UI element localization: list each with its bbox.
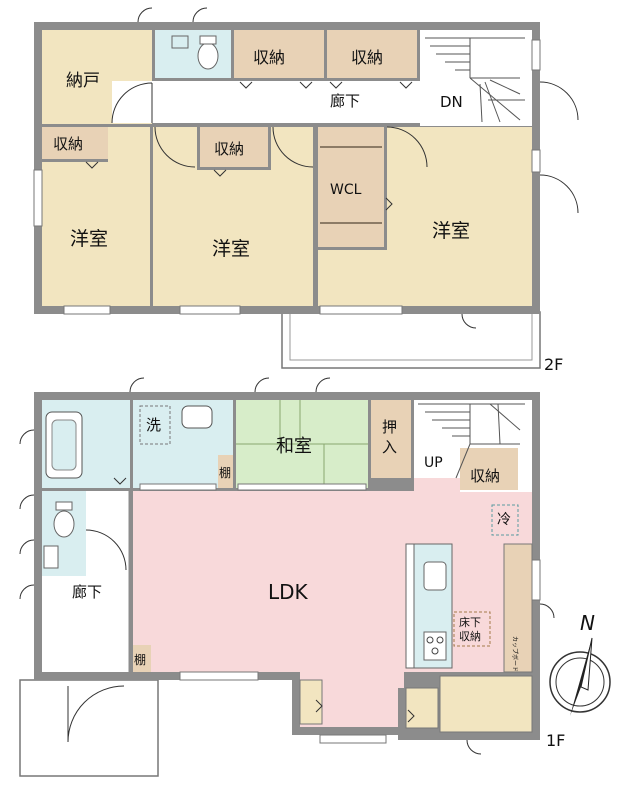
doors-1f — [19, 377, 555, 755]
cabinet-ldk-corner — [299, 679, 323, 725]
kitchen-sink — [423, 561, 447, 591]
label-shelf-wash: 棚 — [219, 465, 231, 480]
room-storage-mid — [200, 127, 268, 167]
stairs-lines-2f — [425, 37, 525, 123]
floor-2f — [33, 7, 579, 369]
label-storage-1f: 収納 — [470, 467, 500, 485]
room-closet — [371, 400, 411, 478]
label-wcl: WCL — [330, 182, 362, 198]
room-toilet-2f — [155, 30, 231, 78]
fridge-space — [491, 504, 519, 536]
label-nando: 納戸 — [66, 71, 100, 91]
storage-fold-d — [399, 81, 413, 89]
label-japanese: 和室 — [276, 436, 312, 457]
toilet-sink-1f — [43, 545, 59, 569]
room-western-mid-a — [153, 127, 197, 170]
room-storage-1f — [460, 448, 518, 490]
label-wash: 洗 — [146, 416, 161, 434]
compass — [549, 637, 611, 716]
wcl-door — [385, 197, 393, 211]
storage-fold-a — [239, 81, 253, 89]
balcony-inner-2f — [289, 311, 533, 361]
label-western-right: 洋室 — [432, 220, 470, 242]
doors-2f — [111, 7, 579, 329]
wash-basin — [181, 405, 213, 429]
kitchen-stove — [423, 631, 447, 661]
label-hallway-2f: 廊下 — [330, 92, 360, 110]
kitchen-wall — [405, 543, 415, 669]
burner-1 — [426, 636, 434, 644]
windows-2f — [33, 39, 541, 315]
underfloor-storage — [453, 611, 491, 647]
label-western-left: 洋室 — [70, 228, 108, 250]
room-hallway-2f-left — [112, 81, 155, 123]
label-shelf-hall: 棚 — [134, 652, 146, 667]
room-hallway-1f-top — [86, 491, 130, 576]
storage-fold-f — [213, 169, 227, 177]
label-fridge: 冷 — [497, 512, 511, 528]
label-storage-top2: 収納 — [351, 48, 383, 67]
label-cupboard: カップボード — [511, 636, 519, 672]
label-floor-1f: 1F — [546, 731, 565, 750]
burner-3 — [431, 647, 439, 655]
label-ldk: LDK — [268, 580, 309, 604]
storage-fold-c — [329, 81, 343, 89]
porch-1f — [19, 679, 159, 777]
bathtub-inner — [51, 419, 77, 471]
stairs-lines-1f — [418, 403, 525, 479]
label-floor-2f: 2F — [544, 355, 563, 374]
toilet-tank-1f — [55, 501, 73, 511]
room-storage-top1 — [234, 30, 324, 78]
floor-1f — [19, 377, 555, 777]
label-underfloor-2: 収納 — [459, 630, 481, 643]
label-western-mid: 洋室 — [212, 238, 250, 260]
label-dn: DN — [440, 93, 463, 111]
toilet-bowl-1f — [53, 510, 75, 538]
sink-2f — [171, 35, 189, 49]
room-western-left — [42, 162, 150, 306]
storage-fold-e — [85, 161, 99, 169]
cabinet-door-a — [315, 699, 323, 713]
label-hallway-1f: 廊下 — [72, 583, 102, 601]
compass-ring — [549, 651, 611, 713]
cupboard — [503, 543, 533, 673]
compass-label: N — [580, 611, 595, 635]
storage-fold-b — [299, 81, 313, 89]
compass-needle-light — [580, 637, 593, 691]
windows-1f — [139, 483, 541, 744]
room-western-left-top — [108, 127, 150, 162]
label-underfloor-1: 床下 — [459, 615, 481, 629]
room-western-mid-b — [271, 127, 313, 170]
room-storage-top2 — [327, 30, 417, 78]
room-western-right-bottom — [318, 250, 532, 306]
label-closet-1: 押 — [382, 418, 397, 436]
compass-inner-ring — [555, 657, 605, 707]
cabinet-bottom-left — [405, 687, 439, 729]
room-shelf-hall — [133, 645, 151, 672]
label-storage-mid: 収納 — [214, 140, 244, 158]
room-western-mid — [153, 170, 313, 306]
label-closet-2: 入 — [382, 438, 397, 456]
wcl-rail-bottom — [320, 222, 382, 224]
washer-space — [139, 405, 171, 445]
label-up: UP — [424, 455, 443, 471]
burner-2 — [436, 636, 444, 644]
room-hallway-1f — [42, 576, 130, 672]
room-western-right — [387, 127, 532, 250]
compass-needle-dark — [570, 638, 592, 716]
toilet-bowl-2f — [197, 42, 219, 70]
room-shelf-wash — [218, 455, 233, 488]
cabinet-door-b — [407, 709, 415, 723]
tatami-lines — [236, 400, 368, 488]
bath-door — [113, 477, 127, 485]
room-hallway-2f — [155, 81, 420, 123]
wcl-rail-top — [320, 146, 382, 148]
cabinet-bottom-right — [439, 675, 533, 733]
toilet-tank-2f — [199, 35, 217, 45]
label-storage-left: 収納 — [53, 135, 83, 153]
label-storage-top1: 収納 — [253, 48, 285, 67]
room-storage-left — [42, 127, 108, 159]
